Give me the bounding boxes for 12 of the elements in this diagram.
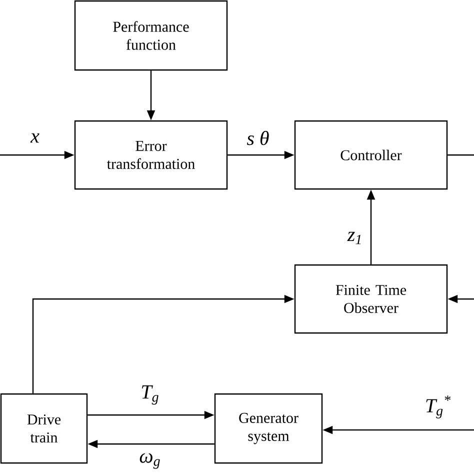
process-box: Generator system [214,393,323,464]
edge-label: T$_{g}$ [142,385,158,405]
process-box: Controller [294,120,448,190]
process-box: Drive train [0,393,88,464]
process-box: Performance function [74,0,228,71]
edge-label: z$_{1}$ [347,232,361,244]
edge-label: x [30,133,40,143]
edge-label: ω$_{g}$ [140,453,160,469]
process-box: Finite Time Observer [294,264,448,334]
edge-label: s θ [246,130,269,146]
process-box: Error transformation [74,120,228,190]
edge-label: T$_{g}$* [426,396,451,418]
